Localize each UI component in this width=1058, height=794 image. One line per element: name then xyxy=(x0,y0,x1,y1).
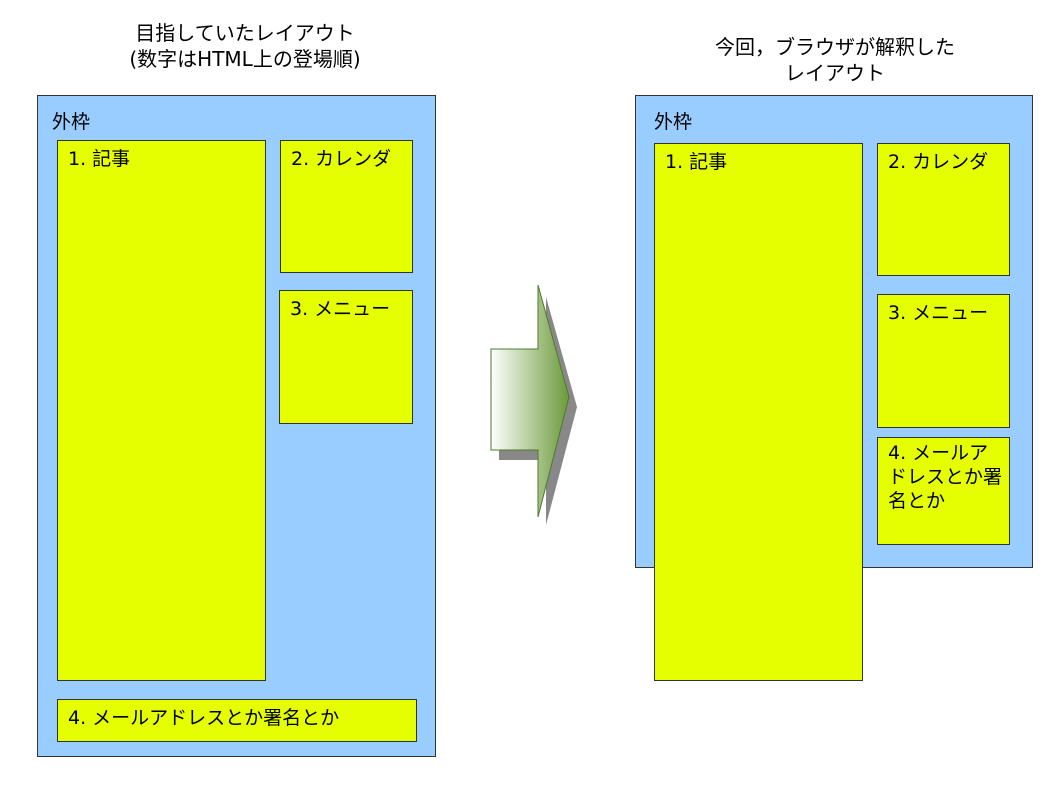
left-title-line1: 目指していたレイアウト xyxy=(135,21,355,45)
left-menu-box: 3. メニュー xyxy=(279,290,413,424)
left-title-line2: (数字はHTML上の登場順) xyxy=(129,47,361,71)
left-article-box: 1. 記事 xyxy=(57,140,266,681)
left-title: 目指していたレイアウト (数字はHTML上の登場順) xyxy=(90,20,400,72)
left-calendar-box: 2. カレンダ xyxy=(280,140,413,273)
right-title: 今回，ブラウザが解釈した レイアウト xyxy=(690,34,980,86)
arrow-body xyxy=(490,284,570,518)
right-footer-box: 4. メールアドレスとか署名とか xyxy=(877,437,1010,545)
right-arrow-icon xyxy=(490,284,577,525)
right-calendar-box: 2. カレンダ xyxy=(877,143,1010,276)
right-outer-label: 外枠 xyxy=(654,111,693,133)
right-article-box: 1. 記事 xyxy=(654,143,863,681)
right-title-line1: 今回，ブラウザが解釈した xyxy=(715,35,955,59)
right-title-line2: レイアウト xyxy=(785,61,885,85)
right-menu-box: 3. メニュー xyxy=(877,294,1010,428)
left-footer-box: 4. メールアドレスとか署名とか xyxy=(57,699,417,742)
left-outer-label: 外枠 xyxy=(52,111,91,133)
